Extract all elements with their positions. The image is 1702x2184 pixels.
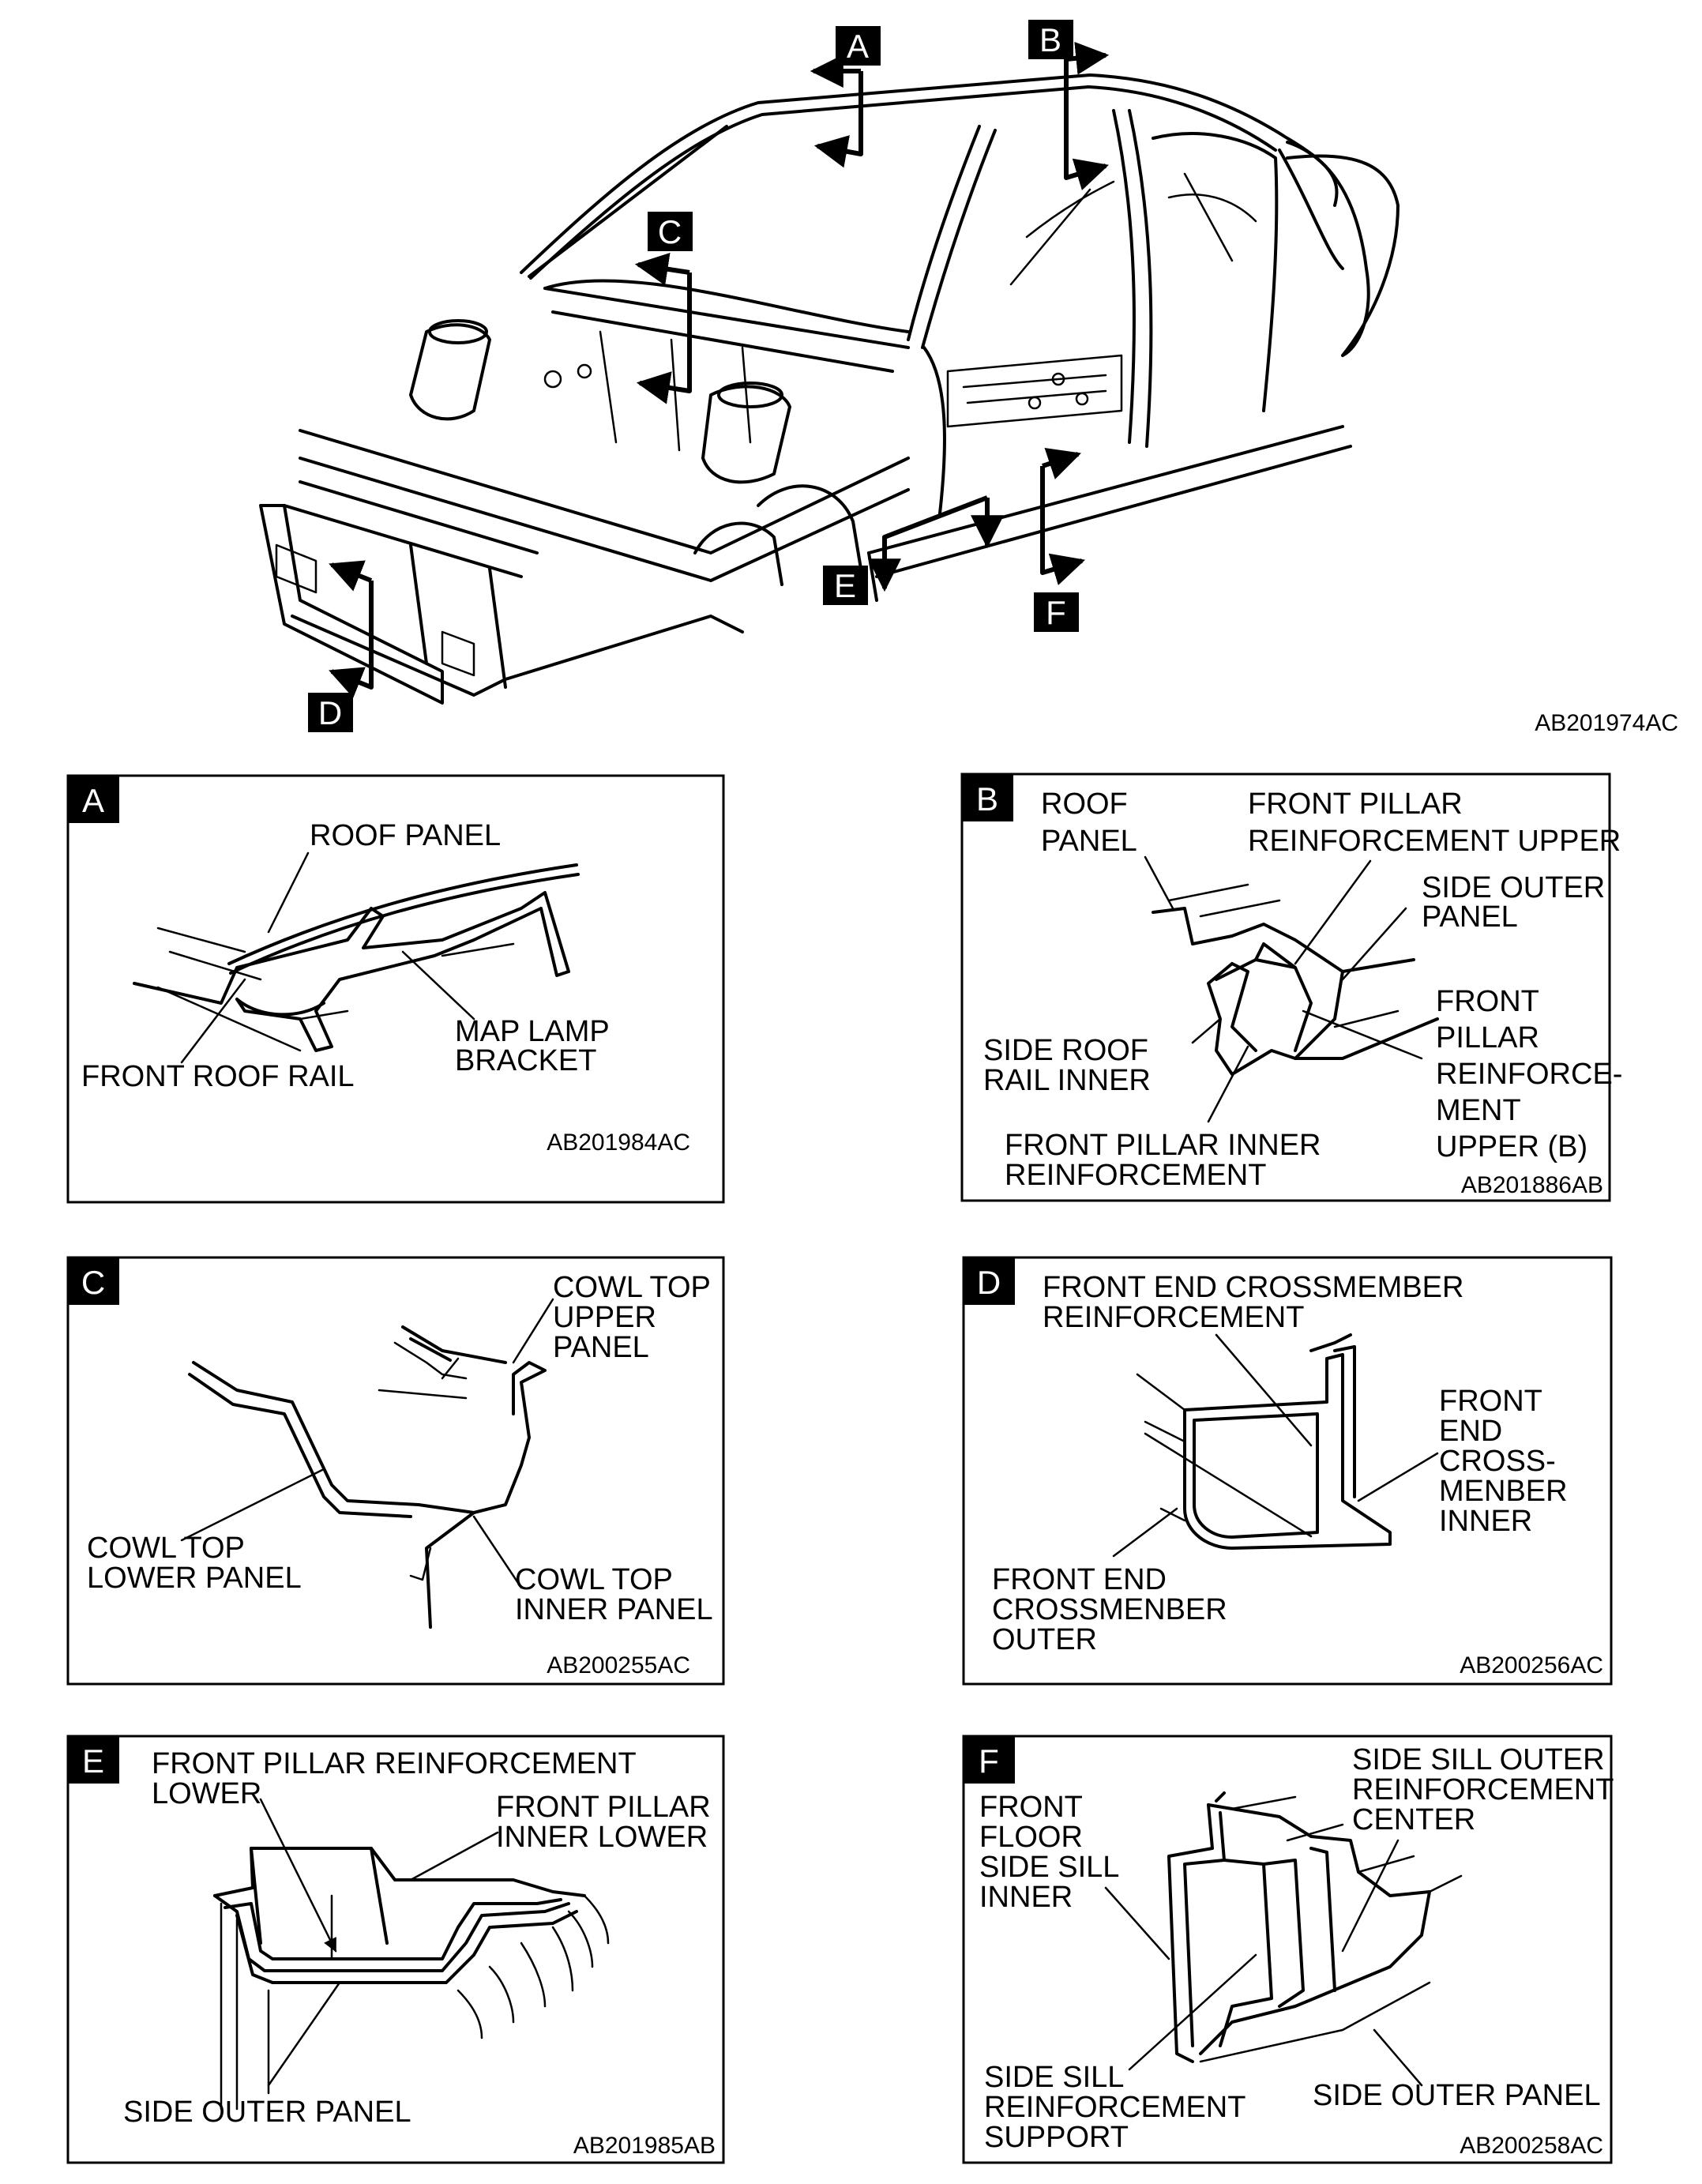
- label-f-ssrs-3: SUPPORT: [984, 2121, 1129, 2154]
- panel-c-code: AB200255AC: [547, 1652, 690, 1678]
- detail-panel-d: D FRONT END CROSSMEMBER REINFORCEMENT FR…: [962, 1256, 1613, 1686]
- overview-code: AB201974AC: [1535, 710, 1678, 736]
- label-f-ffssi-3: SIDE SILL: [979, 1851, 1119, 1884]
- panel-e-tag: E: [82, 1742, 104, 1780]
- label-d-feco-2: CROSSMENBER: [992, 1593, 1227, 1626]
- svg-text:B: B: [1039, 21, 1061, 58]
- panel-b-tag: B: [976, 780, 998, 818]
- detail-panel-b: B ROOF PANEL FRONT PILLAR REINFORCEMENT …: [960, 772, 1622, 1202]
- marker-c: C: [648, 212, 693, 251]
- label-f-ssorc-2: REINFORCEMENT: [1352, 1773, 1614, 1806]
- marker-e: E: [823, 566, 868, 605]
- detail-panel-e: E FRONT PILLAR REINFORCEMENT LOWER FRONT…: [66, 1735, 725, 2164]
- label-b-fpir-1: FRONT PILLAR INNER: [1005, 1129, 1321, 1162]
- label-f-ffssi-2: FLOOR: [979, 1821, 1083, 1854]
- label-f-ffssi-1: FRONT: [979, 1791, 1083, 1824]
- label-f-ssorc-3: CENTER: [1352, 1803, 1475, 1836]
- label-b-sop-1: SIDE OUTER: [1422, 871, 1605, 904]
- label-d-feco-3: OUTER: [992, 1623, 1097, 1656]
- label-c-cti-2: INNER PANEL: [515, 1593, 713, 1626]
- marker-f: F: [1034, 592, 1079, 632]
- panel-d-code: AB200256AC: [1460, 1652, 1603, 1678]
- panel-f-tag: F: [979, 1742, 999, 1780]
- marker-d: D: [308, 693, 353, 732]
- label-e-fpil-2: INNER LOWER: [496, 1821, 708, 1854]
- panel-a-code: AB201984AC: [547, 1130, 690, 1156]
- label-c-ctl-2: LOWER PANEL: [87, 1562, 302, 1595]
- label-b-fpru-1: FRONT PILLAR: [1248, 788, 1463, 821]
- label-map-lamp-1: MAP LAMP: [455, 1015, 610, 1048]
- panel-e-code: AB201985AB: [573, 2133, 716, 2159]
- svg-text:E: E: [834, 567, 856, 604]
- label-front-roof-rail: FRONT ROOF RAIL: [81, 1060, 355, 1093]
- label-d-feci-1: FRONT: [1439, 1385, 1542, 1418]
- label-b-sri-2: RAIL INNER: [983, 1064, 1151, 1097]
- label-e-fpil-1: FRONT PILLAR: [496, 1791, 711, 1824]
- label-f-ffssi-4: INNER: [979, 1881, 1073, 1914]
- label-b-fprb-1: FRONT: [1436, 985, 1539, 1018]
- label-b-fprb-5: UPPER (B): [1436, 1130, 1587, 1163]
- svg-text:F: F: [1046, 594, 1066, 631]
- label-b-fpir-2: REINFORCEMENT: [1005, 1159, 1266, 1192]
- label-d-fecr-1: FRONT END CROSSMEMBER: [1043, 1271, 1463, 1304]
- detail-panel-f: F FRONT FLOOR SIDE SILL INNER SIDE SILL …: [962, 1735, 1614, 2164]
- panel-d-tag: D: [977, 1264, 1001, 1301]
- marker-a: A: [836, 26, 881, 66]
- label-b-fprb-2: PILLAR: [1436, 1021, 1539, 1054]
- label-c-ctu-3: PANEL: [553, 1331, 649, 1364]
- svg-text:D: D: [318, 694, 342, 731]
- label-c-ctu-2: UPPER: [553, 1301, 656, 1334]
- detail-panel-a: A ROOF PANEL FRONT ROOF RAIL MAP LAMP BR…: [66, 774, 725, 1204]
- label-b-fprb-4: MENT: [1436, 1094, 1521, 1127]
- label-b-fprb-3: REINFORCE-: [1436, 1058, 1622, 1091]
- label-c-ctl-1: COWL TOP: [87, 1532, 245, 1565]
- label-e-fprl-2: LOWER: [152, 1777, 261, 1810]
- label-e-sop: SIDE OUTER PANEL: [123, 2096, 411, 2129]
- label-d-fecr-2: REINFORCEMENT: [1043, 1301, 1304, 1334]
- section-arrows: [329, 41, 1110, 698]
- marker-b: B: [1028, 20, 1073, 59]
- label-f-ssrs-2: REINFORCEMENT: [984, 2091, 1246, 2124]
- svg-text:C: C: [658, 213, 682, 250]
- label-d-feci-4: MENBER: [1439, 1475, 1568, 1508]
- label-b-roof-1: ROOF: [1041, 788, 1128, 821]
- label-b-sop-2: PANEL: [1422, 900, 1518, 934]
- label-d-feci-2: END: [1439, 1415, 1502, 1448]
- label-b-sri-1: SIDE ROOF: [983, 1034, 1148, 1067]
- label-f-ssrs-1: SIDE SILL: [984, 2061, 1124, 2094]
- label-f-ssorc-1: SIDE SILL OUTER: [1352, 1743, 1605, 1776]
- label-c-ctu-1: COWL TOP: [553, 1271, 711, 1304]
- panel-b-code: AB201886AB: [1461, 1172, 1603, 1198]
- label-b-roof-2: PANEL: [1041, 825, 1137, 858]
- label-e-fprl-1: FRONT PILLAR REINFORCEMENT: [152, 1747, 637, 1780]
- label-map-lamp-2: BRACKET: [455, 1044, 596, 1077]
- panel-f-code: AB200258AC: [1460, 2133, 1603, 2159]
- detail-panel-c: C COWL TOP UPPER PANEL COWL TOP LOWER PA…: [66, 1256, 725, 1686]
- panel-a-tag: A: [82, 782, 104, 819]
- label-f-sop: SIDE OUTER PANEL: [1313, 2079, 1601, 2112]
- label-c-cti-1: COWL TOP: [515, 1563, 673, 1596]
- svg-text:A: A: [847, 28, 869, 65]
- label-roof-panel: ROOF PANEL: [310, 819, 501, 852]
- label-b-fpru-2: REINFORCEMENT UPPER: [1248, 825, 1621, 858]
- panel-c-tag: C: [81, 1264, 105, 1301]
- label-d-feci-3: CROSS-: [1439, 1445, 1556, 1478]
- label-d-feco-1: FRONT END: [992, 1563, 1167, 1596]
- label-d-feci-5: INNER: [1439, 1505, 1532, 1538]
- car-body-illustration: [259, 73, 1400, 705]
